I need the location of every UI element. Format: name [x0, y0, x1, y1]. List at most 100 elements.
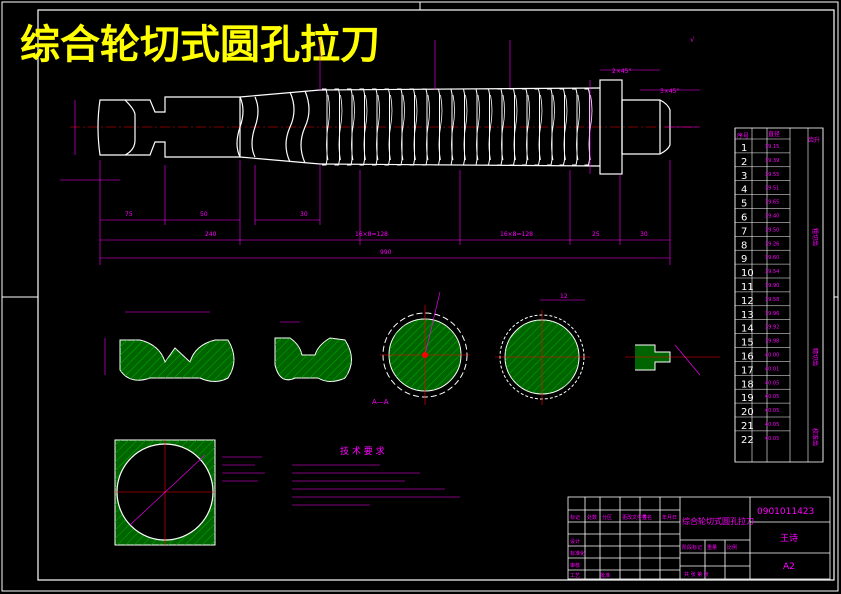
sheet-size: A2 — [783, 562, 795, 572]
tooth-number: 14 — [741, 324, 754, 335]
rear-shank — [621, 99, 671, 155]
section-label: A—A — [372, 398, 389, 406]
break-3 — [285, 91, 295, 163]
dim-30b: 30 — [300, 211, 308, 218]
tooth-diameter: 40.01 — [765, 366, 779, 372]
tooth-profile-1 — [104, 311, 235, 382]
broach-tooth — [347, 88, 355, 166]
broach-tooth — [572, 88, 580, 166]
break-2 — [251, 96, 259, 158]
dim-75: 75 — [125, 211, 133, 218]
tooth-group-label: 精切齿 — [811, 348, 819, 366]
title-block-label: 工艺 — [570, 573, 580, 579]
tooth-diameter: 40.05 — [765, 408, 779, 414]
drawing-title: 综合轮切式圆孔拉刀 — [20, 22, 380, 68]
broach-main-view — [70, 79, 700, 175]
title-block-label: 设计 — [570, 538, 580, 545]
dim-50: 50 — [200, 211, 208, 218]
broach-tooth — [459, 88, 468, 166]
broach-tooth — [422, 88, 430, 166]
tooth-group-label: 粗切齿 — [811, 228, 819, 246]
tooth-diameter: 39.96 — [765, 311, 779, 317]
tooth-number: 15 — [741, 338, 754, 349]
table-header-rise: 齿升 — [808, 136, 820, 144]
chamfer-3x45: 3×45° — [660, 88, 679, 95]
table-row: 19 40.05 — [741, 393, 779, 404]
table-header-d: 直径 — [768, 130, 780, 138]
tooth-number: 7 — [741, 226, 747, 237]
tooth-diameter: 39.65 — [765, 200, 779, 206]
broach-tooth — [397, 88, 405, 166]
tech-requirements-title: 技 术 要 求 — [340, 445, 385, 457]
drawing-number: 0901011423 — [757, 507, 814, 517]
break-4 — [300, 90, 310, 164]
broach-tooth — [497, 88, 505, 166]
title-block-labels: 标记处数分区更改文件号签名年月日设计标准化审核工艺批准阶段标记重量比例共 张 第… — [570, 514, 737, 579]
table-row: 12 39.58 — [741, 296, 779, 307]
title-block-label: 年月日 — [662, 514, 677, 521]
dim-teeth-2: 16×8=128 — [500, 231, 533, 238]
dim-240: 240 — [205, 231, 217, 238]
tooth-diameter: 39.55 — [765, 172, 779, 178]
broach-tooth — [472, 88, 480, 166]
tooth-diameter: 39.39 — [765, 158, 779, 164]
roughness-note: √ — [690, 36, 695, 44]
tooth-number: 12 — [741, 296, 754, 307]
table-row: 18 40.05 — [741, 379, 779, 390]
tooth-number: 5 — [741, 199, 747, 210]
tooth-number: 3 — [741, 171, 747, 182]
tooth-diameter: 40.05 — [765, 394, 779, 400]
tooth-number: 18 — [741, 379, 754, 390]
tooth-diameter: 40.00 — [765, 353, 779, 359]
broach-tooth — [584, 88, 593, 166]
tooth-diameter: 40.05 — [765, 422, 779, 428]
tooth-number: 19 — [741, 393, 754, 404]
square-section — [114, 439, 216, 546]
tooth-diameter: 39.40 — [765, 214, 779, 220]
broach-tooth — [409, 88, 418, 166]
section-2: 12 — [495, 293, 590, 405]
tooth-number: 9 — [741, 254, 747, 265]
tooth-number: 11 — [741, 282, 754, 293]
broach-tooth — [509, 88, 518, 166]
broach-tooth — [322, 88, 330, 166]
tooth-number: 1 — [741, 143, 747, 154]
title-block-label: 比例 — [727, 544, 737, 551]
table-row: 15 39.98 — [741, 338, 779, 349]
sheet-inner-border — [37, 9, 835, 581]
tooth-number: 16 — [741, 352, 754, 363]
title-block-label: 标准化 — [570, 550, 585, 557]
shank-end — [97, 99, 136, 156]
broach-tooth — [434, 88, 443, 166]
tooth-diameter: 39.98 — [765, 339, 779, 345]
broach-tooth — [534, 88, 543, 166]
tooth-number: 8 — [741, 240, 747, 251]
tooth-number: 22 — [741, 435, 754, 446]
broach-tooth — [522, 88, 530, 166]
table-header-no: 序号 — [737, 132, 749, 140]
dim-total: 990 — [380, 249, 392, 256]
broach-tooth — [547, 88, 555, 166]
tooth-number: 21 — [741, 421, 754, 432]
tooth-diameter: 39.92 — [765, 325, 779, 331]
dim-30: 30 — [640, 231, 648, 238]
table-row: 21 40.05 — [741, 421, 779, 432]
tooth-diameter: 39.58 — [765, 297, 779, 303]
broach-tooth — [359, 88, 368, 166]
tooth-number: 4 — [741, 185, 747, 196]
title-block-label: 分区 — [602, 514, 612, 521]
tooth-diameter: 40.05 — [765, 380, 779, 386]
tooth-diameter: 39.26 — [765, 241, 779, 247]
